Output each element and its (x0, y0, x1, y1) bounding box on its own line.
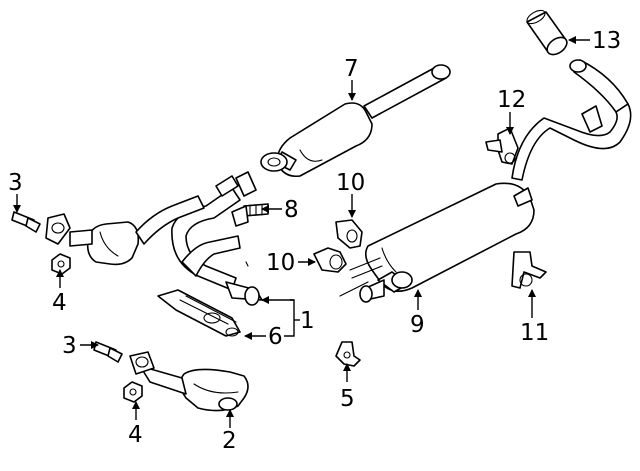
callout-3-lower: 3 (62, 333, 77, 359)
stud-part-3-lower (93, 341, 123, 363)
callout-6: 6 (268, 324, 283, 350)
callout-7: 7 (344, 56, 359, 82)
callout-2: 2 (222, 428, 237, 454)
catalytic-converter-upper (45, 195, 205, 266)
callout-4-lower: 4 (128, 422, 143, 448)
hanger-bracket-part-5 (335, 341, 361, 367)
hanger-bracket-part-12 (485, 127, 519, 165)
hanger-part-11 (511, 251, 547, 289)
tailpipe (511, 59, 632, 181)
callout-4-upper: 4 (52, 290, 67, 316)
stud-part-3-upper (11, 211, 41, 233)
resonator-pipe-part-7 (260, 64, 451, 178)
callout-5: 5 (340, 386, 355, 412)
catalytic-converter-part-2 (129, 351, 249, 412)
bolt-part-8 (231, 203, 269, 227)
callout-10-lower: 10 (266, 250, 295, 276)
nut-part-4-upper (51, 253, 71, 275)
callout-11: 11 (520, 320, 549, 346)
nut-part-4-lower (123, 381, 143, 403)
muffler-part-9 (339, 182, 535, 303)
callout-13: 13 (592, 28, 621, 54)
callout-1: 1 (300, 308, 315, 334)
insulator-part-10-lower (313, 247, 347, 273)
callout-numbers: 1 2 3 3 4 4 5 6 7 8 9 10 10 11 12 13 (8, 28, 621, 454)
leader-lines (13, 36, 590, 428)
callout-8: 8 (284, 197, 299, 223)
exhaust-tip-part-13 (526, 9, 568, 56)
callout-10-upper: 10 (336, 170, 365, 196)
callout-9: 9 (410, 312, 425, 338)
heat-shield-part-6 (157, 289, 241, 337)
callout-12: 12 (497, 87, 526, 113)
callout-3-upper: 3 (8, 170, 23, 196)
insulator-part-10-upper (335, 219, 363, 249)
y-pipe-part-1 (171, 171, 263, 306)
